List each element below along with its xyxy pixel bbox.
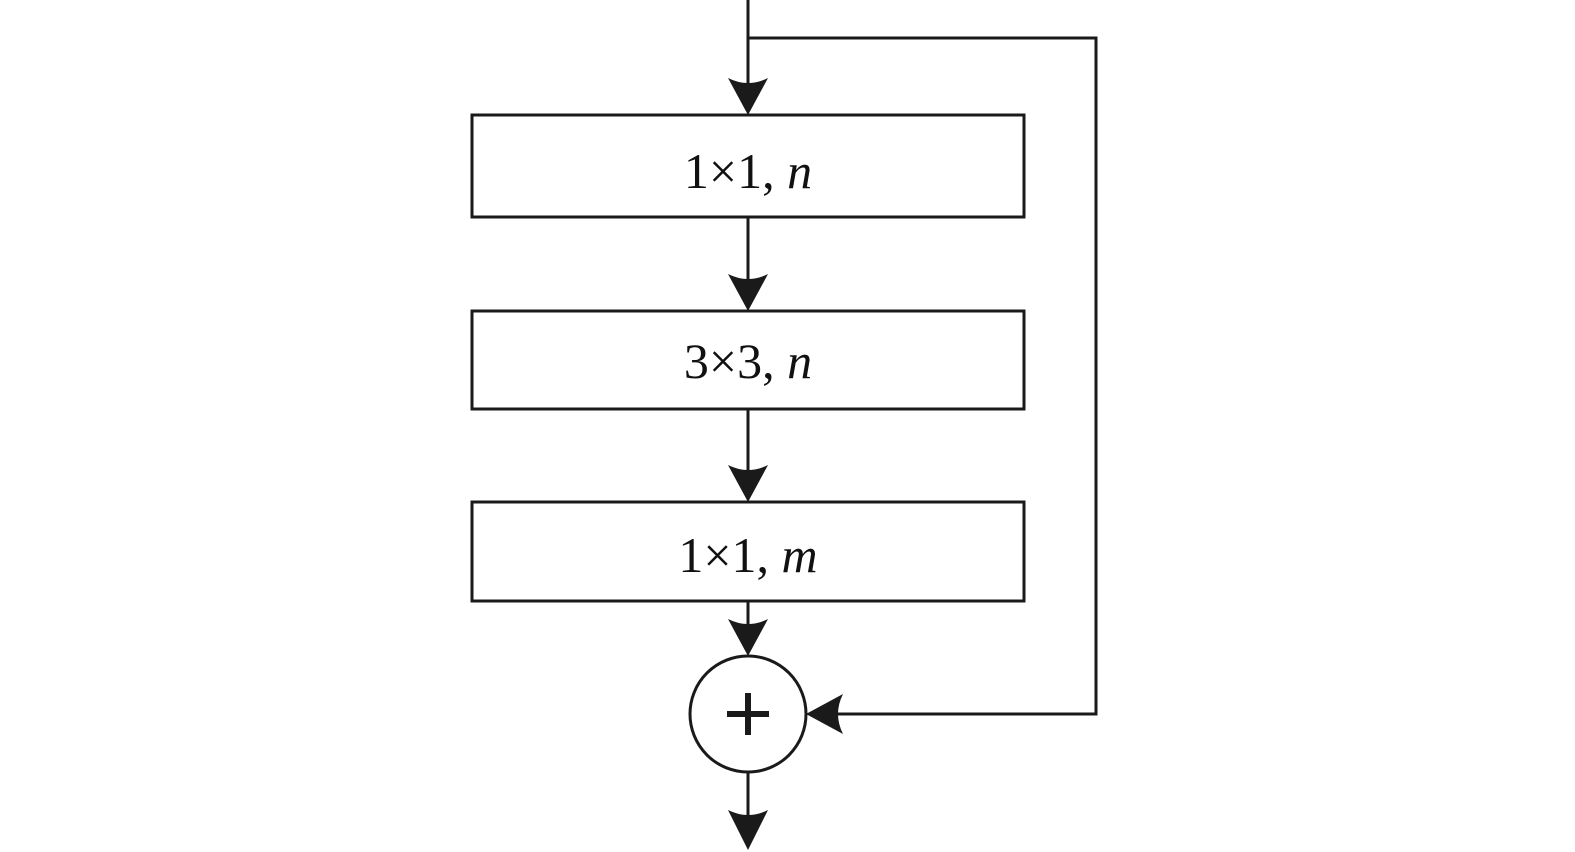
plus-circle-icon [727,693,769,735]
arrowhead-icon [728,619,768,656]
block-3-var: m [781,527,818,583]
arrowhead-icon [728,274,768,311]
block-1-var: n [787,143,813,199]
arrowhead-icon [728,78,768,115]
block-2-var: n [787,333,813,389]
block-3-dims: 1×1, [678,527,782,583]
block-1-label: 1×1, n [472,146,1024,196]
block-3-label: 1×1, m [472,530,1024,580]
skip-connection-line [748,36,1098,716]
arrowhead-icon [728,810,768,850]
block-2-label: 3×3, n [472,336,1024,386]
block-2-dims: 3×3, [683,333,788,389]
arrowhead-icon [806,694,843,734]
block-1-dims: 1×1, [683,143,788,199]
arrowhead-icon [728,465,768,502]
